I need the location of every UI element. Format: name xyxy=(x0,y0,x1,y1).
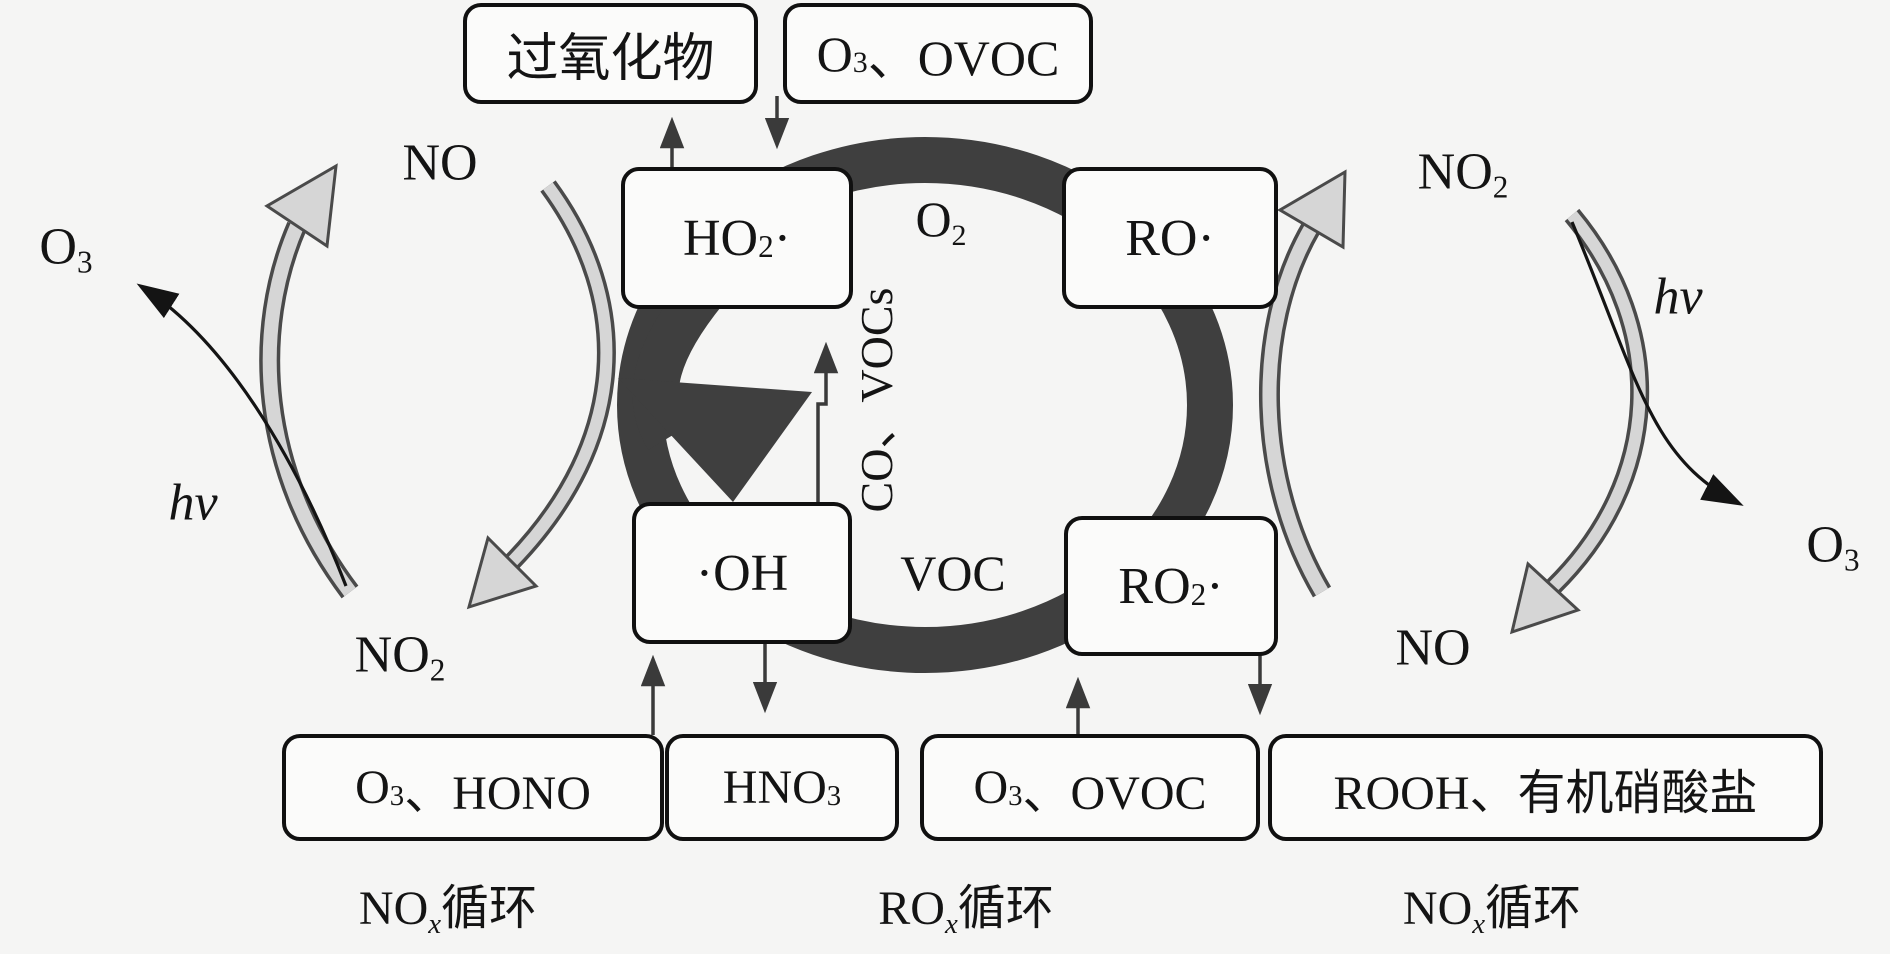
box-peroxide: 过氧化物 xyxy=(463,3,758,104)
label-right-hv: hv xyxy=(1653,268,1703,326)
box-oh-radical: ·OH xyxy=(632,502,852,644)
arrow-ho2-to-oh-head xyxy=(618,378,812,502)
label-right-no: NO xyxy=(1395,619,1471,677)
label-co-vocs: CO、VOCs xyxy=(851,287,902,513)
caption-nox-cycle-left: NOx循环 xyxy=(358,882,538,940)
label-left-no: NO xyxy=(402,134,478,192)
label-right-o3: O3 xyxy=(1806,516,1860,578)
caption-rox-cycle: ROx循环 xyxy=(878,882,1054,940)
label-voc: VOC xyxy=(900,545,1006,601)
box-ro-radical: RO· xyxy=(1062,167,1278,309)
arrow-right-no2-to-no xyxy=(1509,208,1650,635)
label-left-o3: O3 xyxy=(39,218,93,280)
caption-nox-cycle-right: NOx循环 xyxy=(1402,882,1582,940)
label-o2: O2 xyxy=(915,191,967,252)
arrow-left-no2-to-no xyxy=(259,163,359,599)
label-right-no2: NO2 xyxy=(1417,143,1509,205)
arrow-left-no-to-no2 xyxy=(466,180,616,610)
arrow-oh-to-ho2-covocs xyxy=(813,341,839,503)
arrow-right-no-to-no2 xyxy=(1259,169,1347,598)
arrow-left-to-o3 xyxy=(136,283,348,587)
label-left-hv: hv xyxy=(168,474,218,532)
label-left-no2: NO2 xyxy=(354,626,446,688)
arrow-right-to-o3 xyxy=(1570,221,1744,506)
box-rooh-organic-nitrate: ROOH、有机硝酸盐 xyxy=(1268,734,1823,841)
